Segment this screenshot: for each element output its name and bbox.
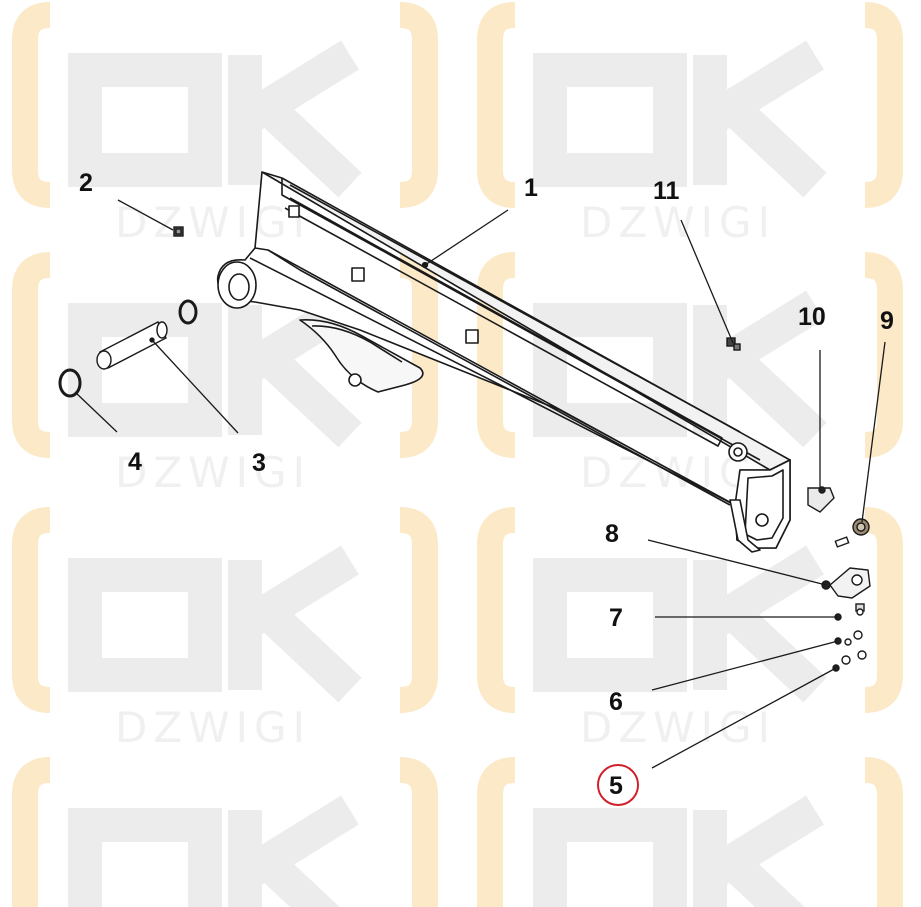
watermark-logo: DZWIGI bbox=[477, 252, 903, 497]
leader-line-1 bbox=[424, 209, 509, 266]
leader-line-9 bbox=[861, 341, 886, 523]
callout-5: 5 bbox=[609, 772, 623, 800]
small-parts bbox=[58, 226, 871, 672]
leader-line-5 bbox=[651, 667, 837, 769]
leader-line-11 bbox=[680, 219, 734, 344]
watermark-logo bbox=[12, 757, 438, 907]
callout-5-highlight-ring bbox=[597, 764, 639, 806]
callout-1: 1 bbox=[524, 174, 538, 202]
part-9-roller bbox=[834, 518, 870, 548]
leader-line-4 bbox=[74, 391, 118, 433]
leader-lines bbox=[74, 199, 886, 769]
part-8-clamp bbox=[821, 567, 871, 599]
callout-3: 3 bbox=[252, 449, 266, 477]
callout-labels: 2 1 11 10 9 4 3 8 7 6 5 bbox=[79, 169, 894, 806]
watermark-logo: DZWIGI bbox=[12, 507, 438, 752]
watermark-subtext: DZWIGI bbox=[115, 448, 311, 497]
watermark-subtext: DZWIGI bbox=[580, 198, 776, 247]
part-2-bolt bbox=[173, 226, 184, 237]
watermark-subtext: DZWIGI bbox=[115, 703, 311, 752]
callout-10: 10 bbox=[798, 303, 826, 331]
leader-line-6 bbox=[651, 640, 839, 691]
watermark-logo bbox=[477, 757, 903, 907]
callout-4: 4 bbox=[128, 448, 142, 476]
watermark-subtext: DZWIGI bbox=[580, 703, 776, 752]
part-7-screw bbox=[834, 603, 865, 621]
leader-line-3 bbox=[151, 339, 239, 434]
callout-9: 9 bbox=[880, 307, 894, 335]
watermark-layer: DZWIGI DZWIGI DZWIGI DZWIGI bbox=[12, 2, 903, 907]
part-5-washer bbox=[832, 650, 867, 672]
part-6-nut bbox=[834, 630, 863, 646]
part-10-bracket bbox=[807, 486, 835, 513]
leader-line-2 bbox=[117, 199, 174, 231]
callout-6: 6 bbox=[609, 688, 623, 716]
callout-7: 7 bbox=[609, 604, 623, 632]
part-3-pin bbox=[96, 321, 168, 370]
part-4-circlip bbox=[58, 299, 198, 398]
watermark-logo: DZWIGI bbox=[12, 2, 438, 247]
watermark-logo: DZWIGI bbox=[477, 507, 903, 752]
callout-2: 2 bbox=[79, 169, 93, 197]
boom-arm-part bbox=[216, 171, 791, 553]
callout-8: 8 bbox=[605, 520, 619, 548]
callout-11: 11 bbox=[653, 177, 680, 205]
watermark-logo: DZWIGI bbox=[477, 2, 903, 247]
watermark-subtext: DZWIGI bbox=[115, 198, 311, 247]
leader-line-8 bbox=[647, 539, 827, 586]
